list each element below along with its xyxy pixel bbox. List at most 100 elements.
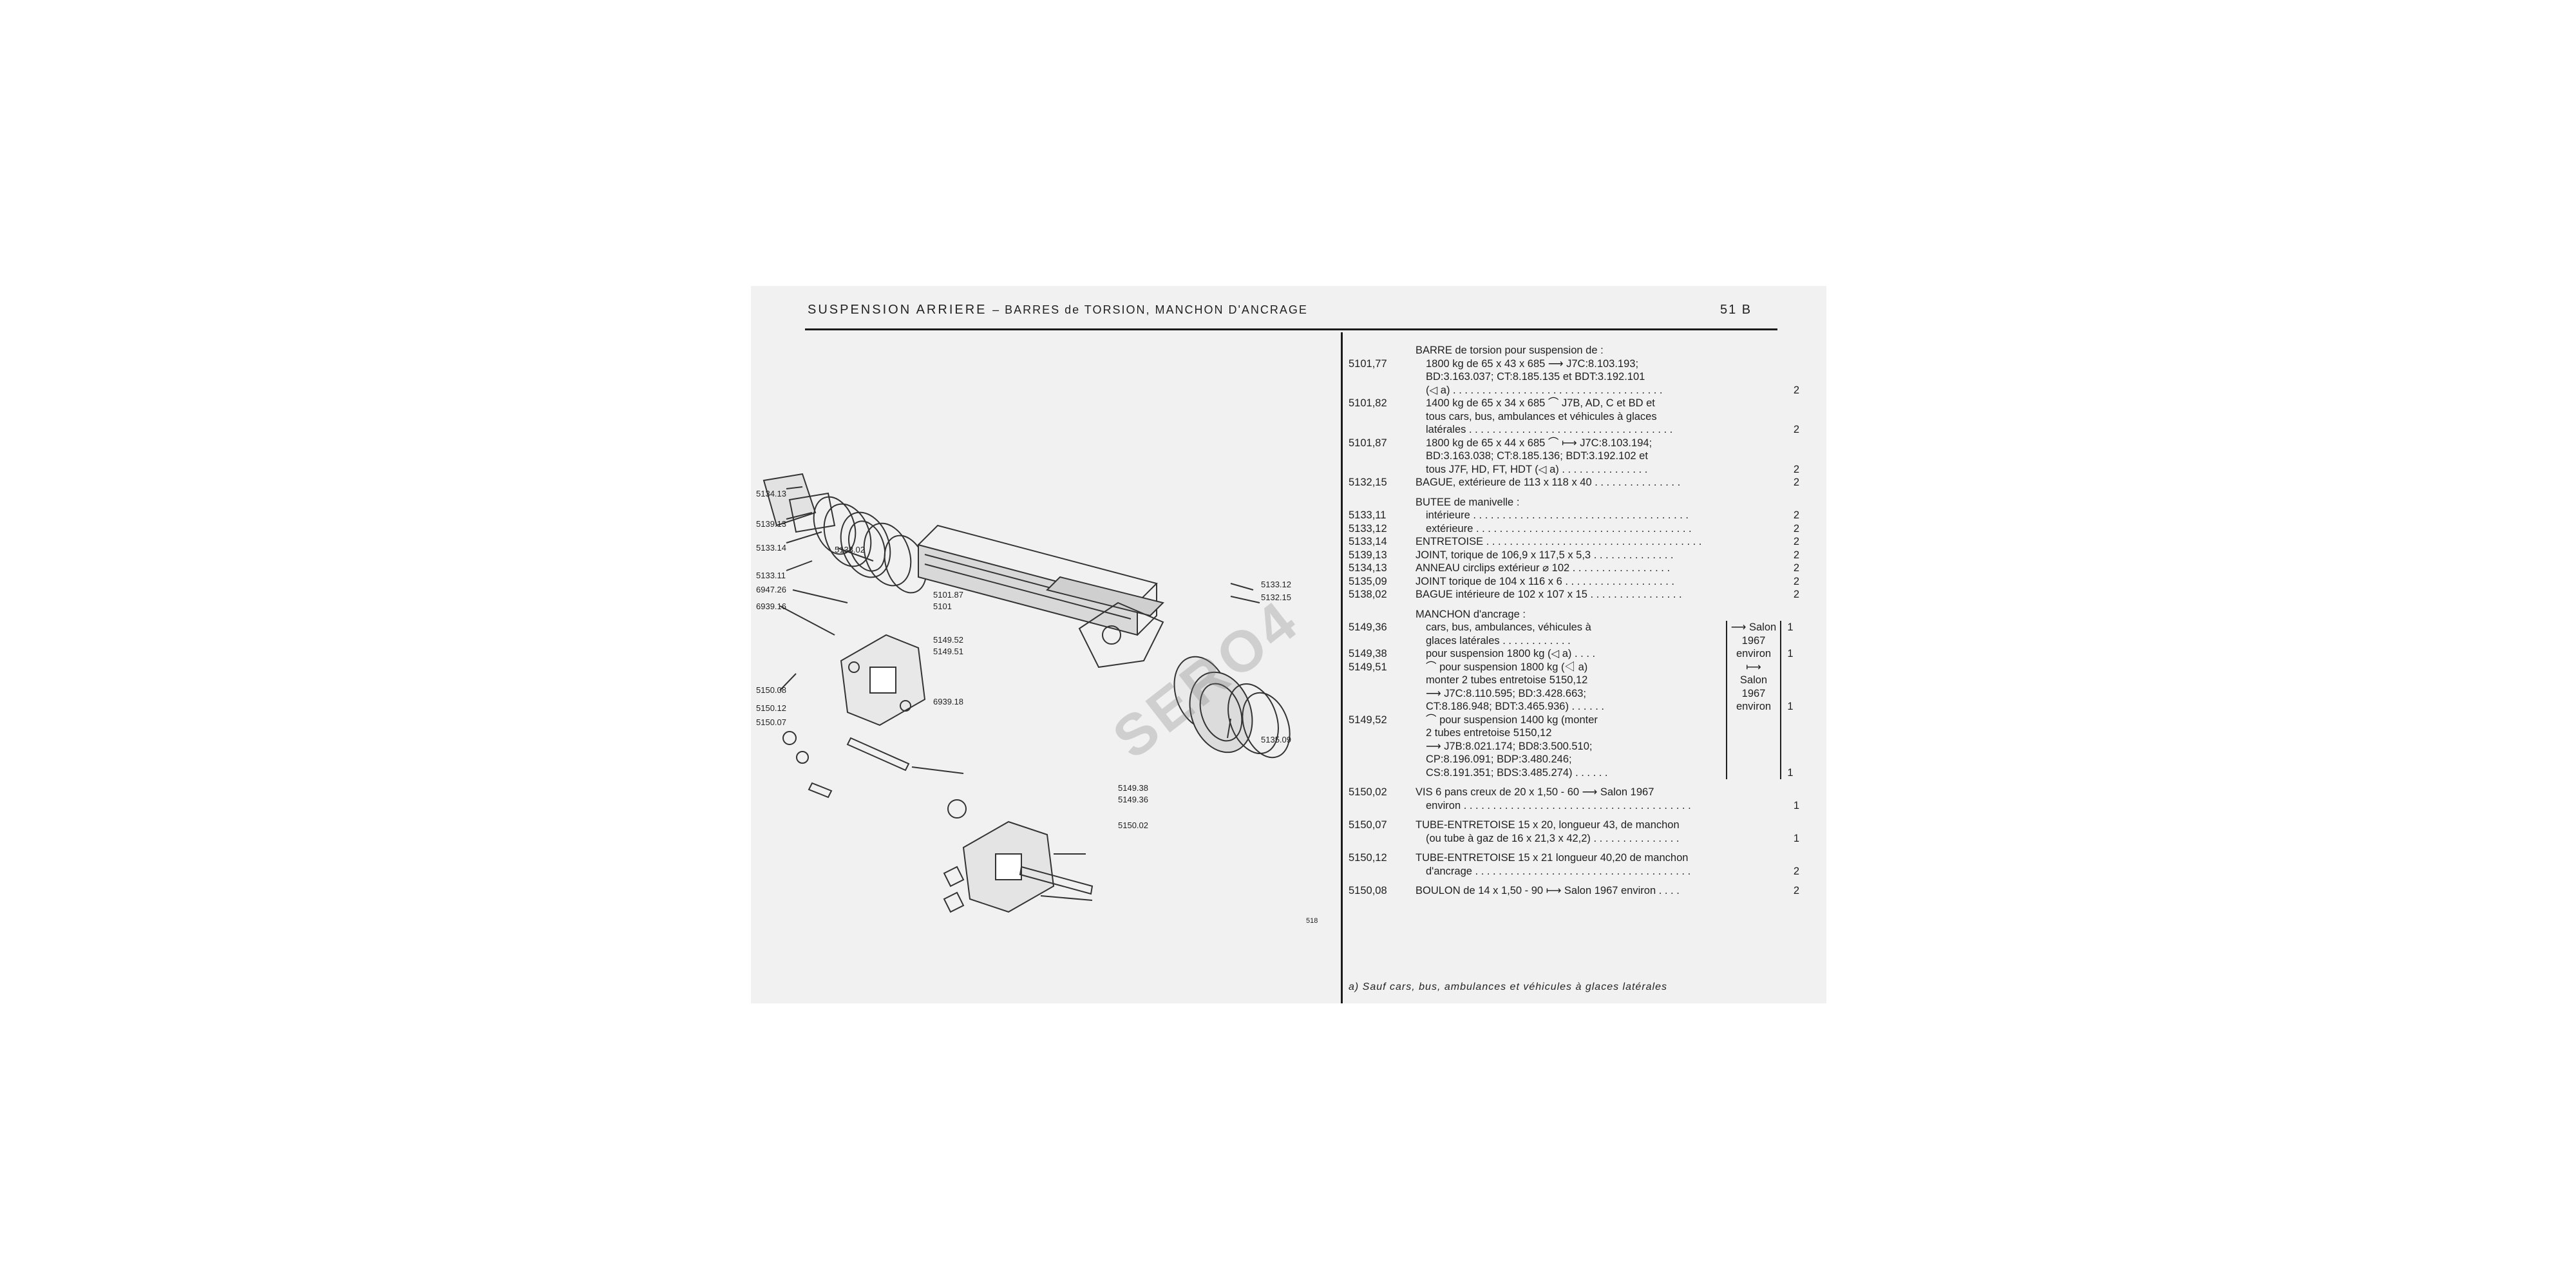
callout-label: 5101.87 bbox=[933, 590, 963, 600]
diagram-drawing bbox=[762, 473, 1291, 913]
part-desc-line: BOULON de 14 x 1,50 - 90 ⟼ Salon 1967 en… bbox=[1416, 885, 1680, 896]
callout-label: 5150.02 bbox=[1118, 820, 1148, 830]
part-qty bbox=[1788, 496, 1799, 509]
part-qty: 2 bbox=[1793, 549, 1799, 561]
list-item: 5149,52 ⌒ pour suspension 1400 kg (monte… bbox=[1349, 714, 1726, 780]
list-item: 5138,02 BAGUE intérieure de 102 x 107 x … bbox=[1349, 588, 1799, 601]
list-item: 5149,36 cars, bus, ambulances, véhicules… bbox=[1349, 621, 1726, 647]
salon-note-bottom: ⟼ Salon 1967 environ bbox=[1726, 660, 1780, 779]
part-desc-line: 1400 kg de 65 x 34 x 685 ⌒ J7B, AD, C et… bbox=[1426, 397, 1655, 409]
part-desc-line: 1800 kg de 65 x 44 x 685 ⌒ ⟼ J7C:8.103.1… bbox=[1426, 437, 1653, 449]
part-qty: 2 bbox=[1793, 463, 1799, 475]
callout-label: 5133.14 bbox=[756, 543, 786, 553]
part-desc-line: BD:3.163.037; CT:8.185.135 et BDT:3.192.… bbox=[1426, 371, 1645, 383]
list-item: 5149,51 ⌒ pour suspension 1800 kg (◁ a) … bbox=[1349, 661, 1726, 714]
callout-label: 6939.16 bbox=[756, 601, 786, 611]
part-ref: 5149,51 bbox=[1349, 661, 1387, 673]
part-desc-line: BAGUE intérieure de 102 x 107 x 15 . . .… bbox=[1416, 589, 1682, 600]
part-desc-line: ⟶ J7B:8.021.174; BD8:3.500.510; bbox=[1426, 740, 1593, 752]
part-desc-line: pour suspension 1800 kg (◁ a) . . . . bbox=[1426, 648, 1596, 659]
part-desc-line: BARRE de torsion pour suspension de : bbox=[1416, 345, 1604, 356]
part-desc-line: ⌒ pour suspension 1400 kg (monter bbox=[1426, 714, 1598, 726]
callout-label: 5133.12 bbox=[1261, 580, 1291, 589]
list-item: 5133,14 ENTRETOISE . . . . . . . . . . .… bbox=[1349, 535, 1799, 549]
manchon-block-bottom: 5149,51 ⌒ pour suspension 1800 kg (◁ a) … bbox=[1349, 660, 1799, 780]
figure-number: 518 bbox=[1306, 917, 1318, 925]
part-qty: 2 bbox=[1793, 562, 1799, 574]
list-item: 5139,13 JOINT, torique de 106,9 x 117,5 … bbox=[1349, 549, 1799, 562]
part-qty: 1 bbox=[1793, 799, 1799, 811]
salon-text: 1967 bbox=[1741, 687, 1766, 699]
part-desc-line: tous cars, bus, ambulances et véhicules … bbox=[1426, 410, 1657, 422]
header-main-title: SUSPENSION ARRIERE bbox=[808, 303, 987, 317]
callout-label: 5134.13 bbox=[756, 489, 786, 498]
salon-text: ⟶ Salon bbox=[1730, 621, 1777, 633]
part-qty: 1 bbox=[1787, 621, 1794, 633]
list-item: 5150,12 TUBE-ENTRETOISE 15 x 21 longueur… bbox=[1349, 851, 1799, 878]
part-qty: 2 bbox=[1793, 589, 1799, 600]
callout-label: 5132.15 bbox=[1261, 592, 1291, 602]
part-qty: 2 bbox=[1793, 536, 1799, 547]
list-item: 5101,82 1400 kg de 65 x 34 x 685 ⌒ J7B, … bbox=[1349, 397, 1799, 437]
callout-label: 5149.38 bbox=[1118, 783, 1148, 793]
part-ref: 5149,38 bbox=[1349, 648, 1387, 659]
part-ref: 5101,77 bbox=[1349, 357, 1387, 370]
list-item: 5101,77 1800 kg de 65 x 43 x 685 ⟶ J7C:8… bbox=[1349, 357, 1799, 397]
part-ref: 5150,08 bbox=[1349, 885, 1387, 896]
exploded-parts-diagram: 5134.13 5139.13 5133.14 5133.11 6947.26 … bbox=[751, 332, 1341, 1003]
part-qty: 2 bbox=[1793, 509, 1799, 521]
salon-text: environ bbox=[1736, 648, 1772, 659]
part-ref: 5150,12 bbox=[1349, 852, 1387, 864]
list-item: BARRE de torsion pour suspension de : bbox=[1349, 344, 1799, 357]
part-ref: 5150,02 bbox=[1349, 786, 1387, 798]
part-desc-line: 1800 kg de 65 x 43 x 685 ⟶ J7C:8.103.193… bbox=[1426, 357, 1639, 370]
part-qty: 2 bbox=[1793, 885, 1799, 896]
salon-note-top: ⟶ Salon 1967 environ bbox=[1726, 621, 1780, 661]
part-desc-line: environ . . . . . . . . . . . . . . . . … bbox=[1426, 799, 1691, 811]
part-desc-line: latérales . . . . . . . . . . . . . . . … bbox=[1426, 424, 1673, 435]
callout-label: 5135.09 bbox=[1261, 735, 1291, 744]
callout-label: 5150.08 bbox=[756, 685, 786, 695]
part-ref: 5101,82 bbox=[1349, 397, 1387, 409]
part-desc-line: ⟶ J7C:8.110.595; BD:3.428.663; bbox=[1426, 687, 1587, 699]
salon-text: Salon bbox=[1739, 674, 1768, 686]
part-ref: 5135,09 bbox=[1349, 575, 1387, 587]
header-subtitle: – BARRES de TORSION, MANCHON D'ANCRAGE bbox=[992, 303, 1308, 316]
part-qty: 1 bbox=[1787, 648, 1794, 659]
qty-column-top: 1 1 bbox=[1780, 621, 1799, 661]
salon-text: ⟼ bbox=[1746, 661, 1761, 673]
part-ref bbox=[1349, 344, 1416, 357]
part-desc-line: ENTRETOISE . . . . . . . . . . . . . . .… bbox=[1416, 536, 1702, 547]
list-item: 5133,12 extérieure . . . . . . . . . . .… bbox=[1349, 522, 1799, 536]
part-desc-line: extérieure . . . . . . . . . . . . . . .… bbox=[1426, 522, 1692, 535]
list-item: 5149,38 pour suspension 1800 kg (◁ a) . … bbox=[1349, 647, 1726, 661]
part-ref: 5138,02 bbox=[1349, 589, 1387, 600]
part-desc-line: CP:8.196.091; BDP:3.480.246; bbox=[1426, 753, 1572, 765]
part-desc-line: TUBE-ENTRETOISE 15 x 21 longueur 40,20 d… bbox=[1416, 852, 1689, 864]
part-ref: 5133,11 bbox=[1349, 509, 1387, 521]
part-desc-line: d'ancrage . . . . . . . . . . . . . . . … bbox=[1426, 865, 1691, 877]
page-number: 51 B bbox=[1720, 303, 1752, 317]
part-ref bbox=[1349, 496, 1416, 509]
list-item: 5101,87 1800 kg de 65 x 44 x 685 ⌒ ⟼ J7C… bbox=[1349, 437, 1799, 477]
part-desc-line: (◁ a) . . . . . . . . . . . . . . . . . … bbox=[1426, 384, 1663, 396]
part-desc-line: ⌒ pour suspension 1800 kg (◁ a) bbox=[1426, 661, 1588, 673]
page-header-title: SUSPENSION ARRIERE – BARRES de TORSION, … bbox=[808, 303, 1308, 317]
part-qty: 1 bbox=[1793, 832, 1799, 844]
part-ref: 5133,12 bbox=[1349, 522, 1387, 535]
part-desc-line: ANNEAU circlips extérieur ⌀ 102 . . . . … bbox=[1416, 562, 1671, 574]
part-qty: 1 bbox=[1787, 701, 1794, 712]
catalog-page: SUSPENSION ARRIERE – BARRES de TORSION, … bbox=[751, 286, 1826, 1003]
part-ref: 5150,07 bbox=[1349, 819, 1387, 831]
part-ref: 5149,36 bbox=[1349, 621, 1387, 633]
part-desc-line: CT:8.186.948; BDT:3.465.936) . . . . . . bbox=[1426, 701, 1604, 712]
salon-text: environ bbox=[1736, 701, 1772, 712]
list-item: 5135,09 JOINT torique de 104 x 116 x 6 .… bbox=[1349, 575, 1799, 589]
part-desc-line: TUBE-ENTRETOISE 15 x 20, longueur 43, de… bbox=[1416, 819, 1680, 831]
qty-column-bottom: 1 1 bbox=[1780, 660, 1799, 779]
part-ref: 5133,14 bbox=[1349, 536, 1387, 547]
callout-label: 5133.11 bbox=[756, 571, 786, 580]
list-item: BUTEE de manivelle : bbox=[1349, 496, 1799, 509]
part-desc-line: BAGUE, extérieure de 113 x 118 x 40 . . … bbox=[1416, 477, 1681, 488]
column-divider bbox=[1341, 332, 1343, 1003]
